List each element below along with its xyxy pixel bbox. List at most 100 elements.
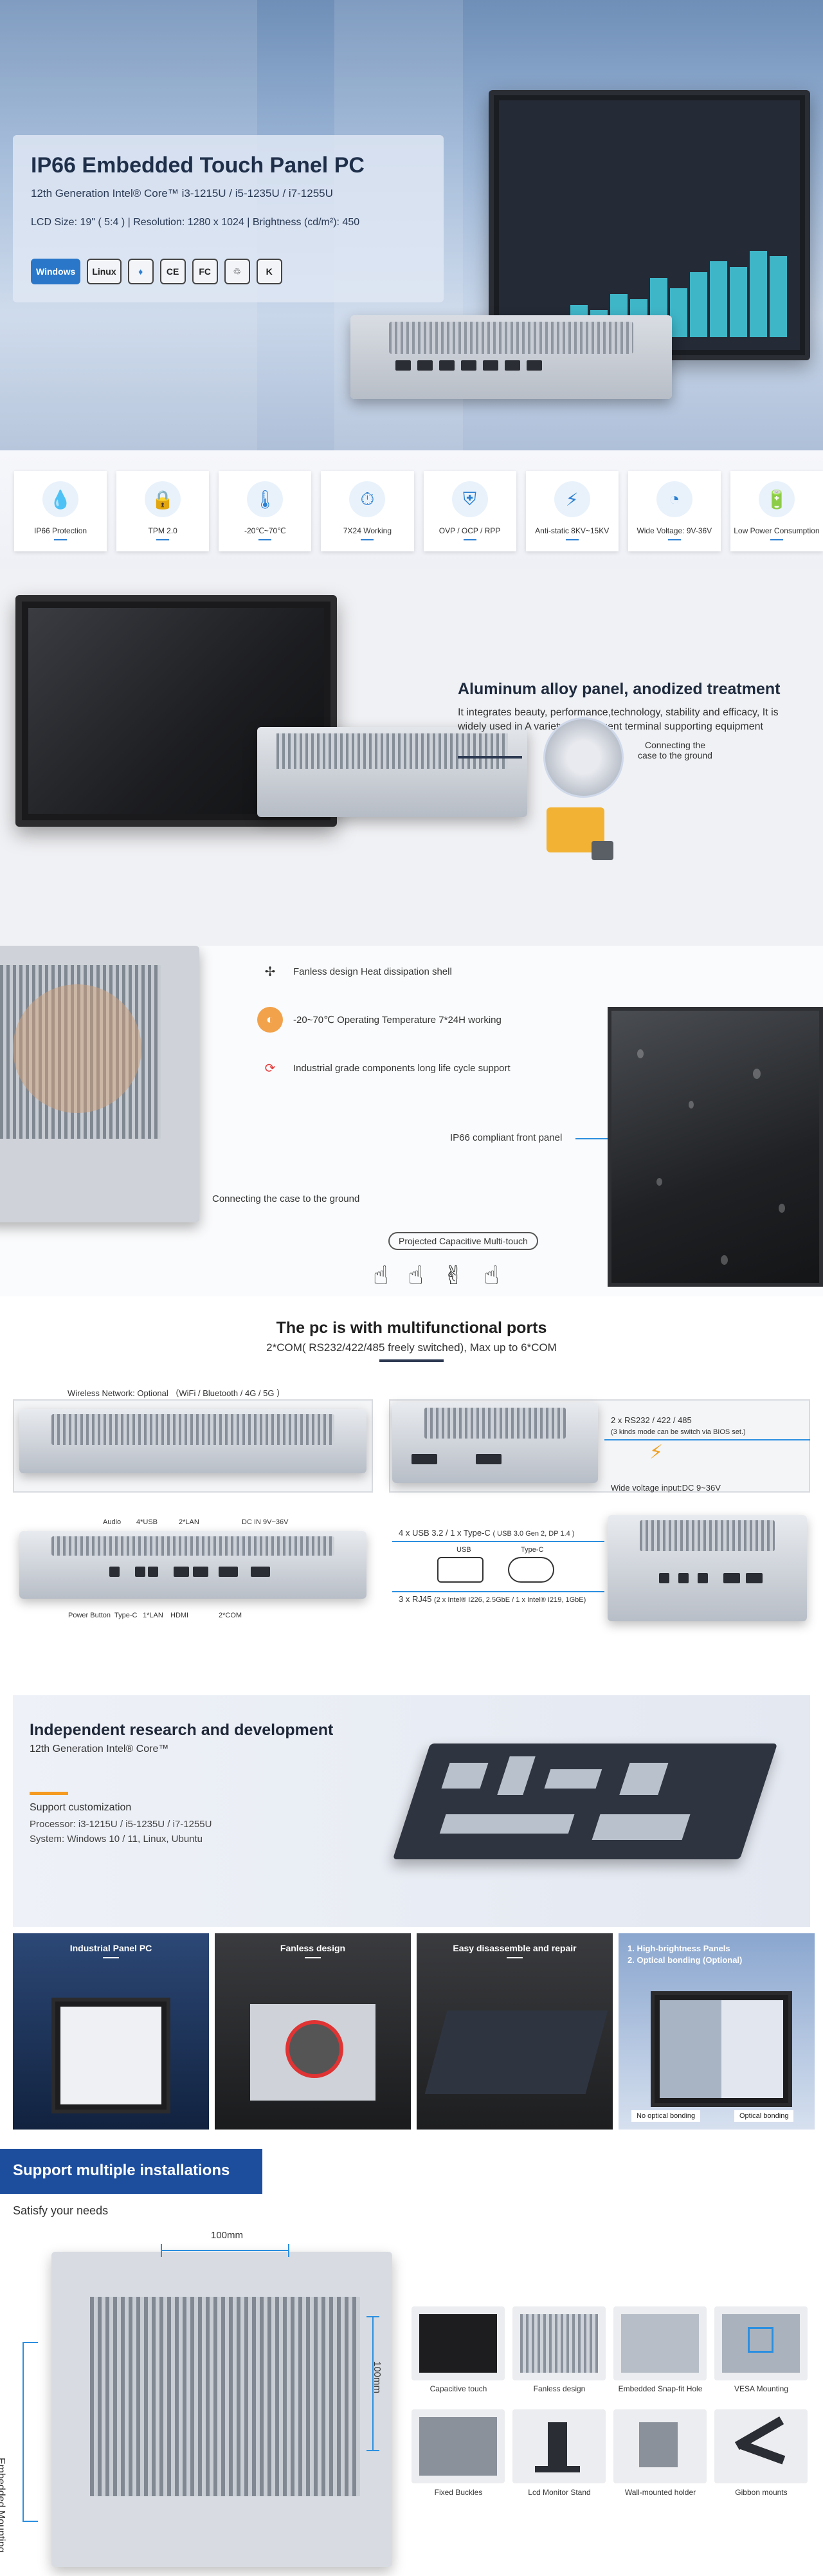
rnd-section: Independent research and development 12t… (0, 1682, 823, 1933)
clock-24-icon: ⏱ (349, 481, 386, 517)
gallery-industrial-panel: Industrial Panel PC (13, 1933, 209, 2130)
audio-label: Audio (103, 1518, 122, 1526)
feature-card-voltage: ◔Wide Voltage: 9V-36V (628, 471, 721, 551)
gauge-icon: ◔ (656, 481, 692, 517)
thumb-fixed-buckles (412, 2409, 505, 2483)
thumb-gibbon-mount (714, 2409, 808, 2483)
install-subtitle: Satisfy your needs (13, 2204, 109, 2217)
thumb-wall-mount (613, 2409, 707, 2483)
k-badge: K (256, 259, 282, 284)
ip-protection-icon: 💧 (42, 481, 79, 517)
device-usb-closeup (608, 1515, 807, 1621)
usb-logo-label: USB (457, 1546, 471, 1554)
gallery-section: Industrial Panel PC Fanless design Easy … (0, 1933, 823, 2149)
gallery-high-brightness: 1. High-brightness Panels 2. Optical bon… (619, 1933, 815, 2130)
fc-badge: FC (192, 259, 218, 284)
hero-section: IP66 Embedded Touch Panel PC 12th Genera… (0, 0, 823, 450)
features-section: 💧IP66 Protection 🔒TPM 2.0 🌡-20℃~70℃ ⏱7X2… (0, 450, 823, 569)
ports-title: The pc is with multifunctional ports (276, 1319, 547, 1337)
fanless-feature-1: ✢Fanless design Heat dissipation shell (257, 959, 452, 984)
embedded-bracket (23, 2342, 38, 2522)
rs232-label: 2 x RS232 / 422 / 485 (611, 1415, 692, 1425)
install-title-tab: Support multiple installations (0, 2149, 262, 2194)
pinch-gesture-icon: ✌ (442, 1262, 465, 1290)
windows-logo-badge: Windows (31, 259, 81, 284)
typec-label: Type-C (114, 1612, 138, 1619)
multitouch-pill: Projected Capacitive Multi-touch (388, 1232, 538, 1250)
ce-badge: CE (159, 259, 186, 284)
dimension-horizontal-label: 100mm (211, 2230, 244, 2241)
device-top-view (19, 1409, 366, 1473)
battery-icon: 🔋 (758, 481, 795, 517)
fan-icon: ✢ (264, 964, 276, 979)
dimension-vertical (366, 2316, 379, 2451)
tap-gesture-icon: ☝ (373, 1262, 389, 1290)
rnd-title: Independent research and development (30, 1721, 334, 1739)
swipe-gesture-icon: ☝ (408, 1262, 424, 1290)
device-bottom-view (19, 1531, 366, 1599)
typec-port-icon (508, 1557, 554, 1583)
aluminum-description: It integrates beauty, performance,techno… (458, 707, 779, 733)
ports-section: The pc is with multifunctional ports 2*C… (0, 1296, 823, 1682)
cycle-icon: ⟳ (264, 1061, 276, 1076)
thumb-vesa (714, 2306, 808, 2380)
ports-subtitle: 2*COM( RS232/422/485 freely switched), M… (266, 1341, 557, 1354)
tpm-icon: 🔒 (145, 481, 181, 517)
thumb-capacitive-touch (412, 2306, 505, 2380)
shield-protection-icon: ⛨ (451, 481, 488, 517)
folder-lock-icon (547, 807, 613, 860)
device-com-view (392, 1403, 598, 1483)
hero-title: IP66 Embedded Touch Panel PC (31, 153, 365, 178)
dimension-vertical-label: 100mm (372, 2361, 383, 2394)
hero-subtitle: 12th Generation Intel® Core™ i3-1215U / … (31, 187, 333, 199)
hero-specs: LCD Size: 19" ( 5:4 ) | Resolution: 1280… (31, 217, 360, 228)
hero-info-card: IP66 Embedded Touch Panel PC 12th Genera… (13, 135, 444, 302)
gesture-icons: ☝ ☝ ✌ ☝ (373, 1261, 500, 1291)
anti-static-icon: ⚡ (554, 481, 590, 517)
linux-logo-badge: Linux (87, 259, 122, 284)
recycle-badge: ♲ (224, 259, 250, 284)
lan2-label: 2*LAN (179, 1518, 199, 1526)
embedded-mounting-label: Embedded Mounting (0, 2458, 6, 2553)
ip66-front-panel-label: IP66 compliant front panel (450, 1132, 563, 1143)
aluminum-section: Aluminum alloy panel, anodized treatment… (0, 569, 823, 946)
wide-voltage-label: Wide voltage input:DC 9~36V (611, 1483, 721, 1493)
big-back-panel-image (51, 2252, 392, 2567)
motherboard-image (392, 1743, 778, 1859)
processor-options: Processor: i3-1215U / i5-1235U / i7-1255… (30, 1819, 212, 1830)
com2-label: 2*COM (219, 1612, 242, 1619)
power-icon: ⚡ (649, 1442, 664, 1463)
feature-card-ovp: ⛨OVP / OCP / RPP (423, 471, 516, 551)
screw-label: Connecting the case to the ground (638, 740, 712, 760)
feature-card-ip66: 💧IP66 Protection (14, 471, 107, 551)
feature-card-7x24: ⏱7X24 Working (321, 471, 414, 551)
aluminum-title: Aluminum alloy panel, anodized treatment (458, 680, 781, 698)
rnd-subtitle: 12th Generation Intel® Core™ (30, 1743, 169, 1754)
feature-card-low-power: 🔋Low Power Consumption (730, 471, 823, 551)
bios-note: (3 kinds mode can be switch via BIOS set… (611, 1428, 746, 1436)
thumb-monitor-stand (512, 2409, 606, 2483)
wet-glass-image (608, 1007, 823, 1287)
certification-badges: Windows Linux ♦ CE FC ♲ K (31, 259, 282, 284)
fanless-section: ✢Fanless design Heat dissipation shell ◐… (0, 946, 823, 1296)
lan1-label: 1*LAN (143, 1612, 163, 1619)
ground-label: Connecting the case to the ground (212, 1193, 360, 1204)
fanless-feature-3: ⟳Industrial grade components long life c… (257, 1055, 511, 1081)
thumb-fanless (512, 2306, 606, 2380)
typec-logo-label: Type-C (521, 1546, 544, 1554)
usb-ss-icon (437, 1557, 484, 1583)
heatsink-image (0, 946, 199, 1222)
power-button-label: Power Button (68, 1612, 111, 1619)
temperature-icon: ◐ (257, 1007, 283, 1033)
support-customization: Support customization (30, 1802, 132, 1813)
no-optical-tag: No optical bonding (631, 2110, 701, 2122)
gallery-disassemble: Easy disassemble and repair (417, 1933, 613, 2130)
optical-tag: Optical bonding (734, 2110, 794, 2122)
feature-card-tpm: 🔒TPM 2.0 (116, 471, 210, 551)
thumb-snap-fit (613, 2306, 707, 2380)
cert-icon: ♦ (127, 259, 154, 284)
install-section: Support multiple installations Satisfy y… (0, 2149, 823, 2576)
hero-back-unit-image (350, 315, 672, 399)
gallery-fanless: Fanless design (215, 1933, 411, 2130)
hdmi-label: HDMI (170, 1612, 189, 1619)
